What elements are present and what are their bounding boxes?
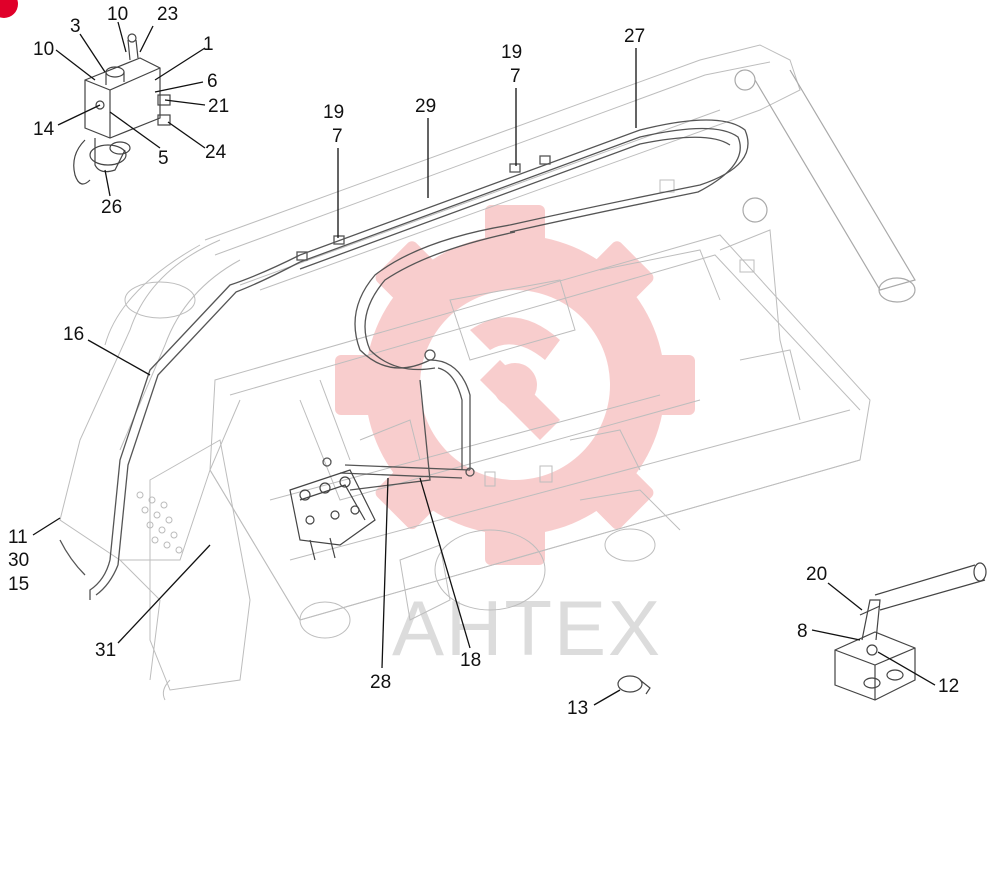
leader-lines [32, 21, 936, 706]
callout-13: 13 [567, 698, 588, 719]
callout-11: 11 [8, 527, 28, 548]
callout-14: 14 [33, 119, 55, 140]
callout-19-left: 19 [323, 102, 344, 123]
callout-10-left: 10 [33, 39, 54, 60]
callout-6: 6 [207, 71, 218, 92]
callout-10-top: 10 [107, 4, 128, 25]
bolt-holes [136, 491, 183, 554]
callout-19-right: 19 [501, 42, 522, 63]
callout-7-left: 7 [332, 126, 343, 147]
callout-28: 28 [370, 672, 391, 693]
callout-15: 15 [8, 574, 29, 595]
callout-29: 29 [415, 96, 436, 117]
callout-31: 31 [95, 640, 116, 661]
callout-16: 16 [63, 324, 84, 345]
callout-5: 5 [158, 148, 169, 169]
callout-3: 3 [70, 16, 81, 37]
machine-frame [59, 44, 916, 701]
callout-12: 12 [938, 676, 959, 697]
callout-27: 27 [624, 26, 645, 47]
callout-18: 18 [460, 650, 481, 671]
callout-30: 30 [8, 550, 29, 571]
part-13-cap [617, 675, 651, 695]
callout-20: 20 [806, 564, 827, 585]
inset-valve-assembly [73, 33, 171, 185]
callout-26: 26 [101, 197, 122, 218]
hoses [59, 119, 749, 600]
callout-21: 21 [208, 96, 229, 117]
callout-24: 24 [205, 142, 227, 163]
watermark-logo [335, 205, 695, 565]
inset-fitting-block [834, 562, 987, 701]
callout-1: 1 [203, 34, 214, 55]
callout-23: 23 [157, 4, 178, 25]
callout-7-right: 7 [510, 66, 521, 87]
corner-marker [0, 0, 18, 18]
callout-8: 8 [797, 621, 808, 642]
watermark-text: AHTEX [392, 584, 662, 672]
callout-labels: 10 23 3 10 1 6 21 14 5 24 26 19 7 29 19 … [8, 4, 959, 719]
control-valve [289, 469, 376, 561]
